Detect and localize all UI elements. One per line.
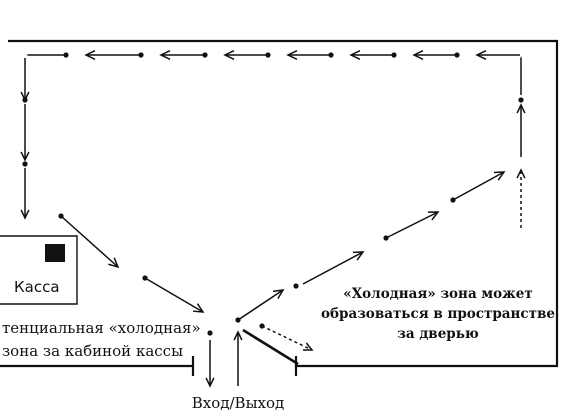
flow-arrow	[234, 332, 242, 386]
path-node-dot	[328, 52, 333, 57]
path-node-dot	[518, 97, 523, 102]
flow-arrow	[303, 252, 363, 284]
flow-arrow	[351, 51, 394, 60]
flow-arrow	[517, 105, 525, 157]
flow-arrow	[21, 58, 29, 100]
flow-arrow	[86, 51, 141, 60]
path-node-dot	[202, 52, 207, 57]
flow-arrow-shaft	[453, 172, 504, 200]
path-node-dot	[22, 161, 27, 166]
flow-arrow	[161, 51, 205, 60]
flow-arrow	[477, 51, 520, 60]
flow-arrow-shaft	[61, 216, 118, 267]
flow-arrow	[21, 168, 29, 218]
right-note: «Холодная» зона может образоваться в про…	[321, 286, 555, 342]
path-node-dot	[265, 52, 270, 57]
right-note-line-1: «Холодная» зона может	[343, 286, 532, 302]
left-note-line-1: тенциальная «холодная»	[2, 319, 201, 337]
flow-arrow	[225, 51, 268, 60]
flow-arrow	[517, 170, 525, 228]
flow-arrow-head	[517, 170, 525, 178]
cash-register-icon	[45, 244, 65, 262]
path-node-dot	[293, 283, 298, 288]
left-note: тенциальная «холодная» зона за кабиной к…	[2, 319, 201, 360]
kassa-label: Касса	[14, 278, 60, 296]
flow-arrow-shaft	[238, 290, 283, 320]
flow-arrow	[238, 290, 283, 320]
flow-arrow-head	[273, 290, 283, 299]
cashier-booth: Касса	[0, 236, 77, 304]
path-node-dot	[138, 52, 143, 57]
right-note-line-2: образоваться в пространстве	[321, 306, 555, 322]
flow-arrow-shaft	[145, 278, 203, 312]
flow-arrow	[453, 172, 504, 200]
path-node-dot	[391, 52, 396, 57]
flow-arrow-shaft	[386, 212, 438, 238]
door-leaf	[243, 330, 298, 364]
flow-arrow	[61, 216, 118, 267]
flow-arrow	[386, 212, 438, 238]
flow-arrow	[206, 340, 214, 386]
path-node-dot	[207, 330, 212, 335]
path-node-dot	[22, 97, 27, 102]
flow-arrow	[288, 51, 331, 60]
path-node-dot	[63, 52, 68, 57]
flow-arrow	[21, 104, 29, 160]
right-note-line-3: за дверью	[397, 326, 479, 342]
flow-arrow	[414, 51, 457, 60]
path-node-dot	[454, 52, 459, 57]
flow-arrow-shaft	[303, 252, 363, 284]
flow-arrow	[145, 278, 203, 312]
flow-arrow-head	[303, 343, 312, 350]
left-note-line-2: зона за кабиной кассы	[2, 342, 183, 360]
entrance-label: Вход/Выход	[192, 394, 285, 412]
